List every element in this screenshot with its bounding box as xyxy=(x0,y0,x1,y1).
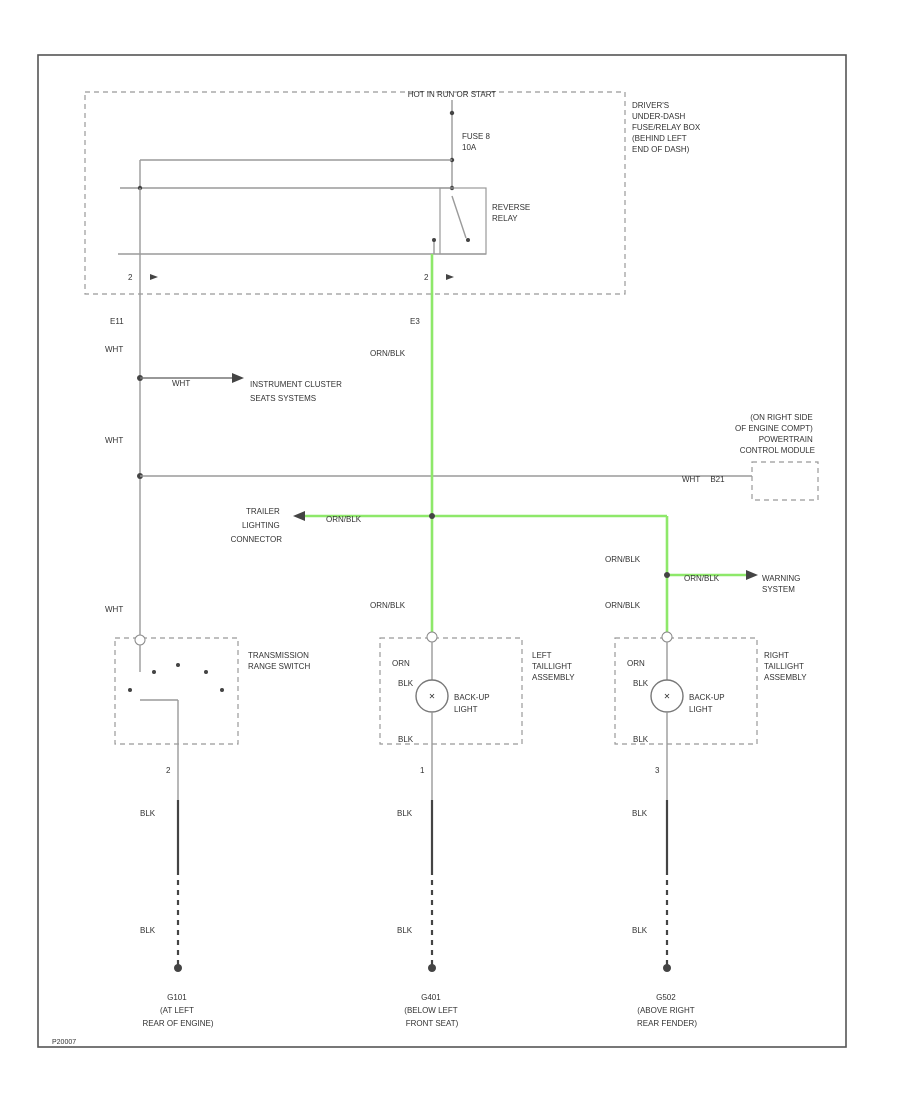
wht-branch-label: WHT xyxy=(172,379,190,388)
reverse-relay-box xyxy=(439,187,487,255)
trs-input-terminal xyxy=(134,634,146,646)
left-bulb-filament-icon: ✕ xyxy=(429,692,436,701)
pin-g3-label: 3 xyxy=(655,766,660,775)
pcm-wire-label: WHT B21 xyxy=(682,475,725,484)
left-taillight-terminal xyxy=(426,631,438,643)
left-backup-light-label: BACK-UP LIGHT xyxy=(454,693,492,714)
pin-right-label: 2 xyxy=(424,273,429,282)
ground-g2-label: G401 (BELOW LEFT FRONT SEAT) xyxy=(404,993,459,1028)
trs-contact-r xyxy=(152,670,156,674)
orn-blk-right-label-1: ORN/BLK xyxy=(605,555,641,564)
instrument-cluster-label: INSTRUMENT CLUSTER SEATS SYSTEMS xyxy=(250,380,344,403)
blk-g3-a-label: BLK xyxy=(632,809,648,818)
fuse-label: FUSE 8 10A xyxy=(462,132,492,152)
warning-system-label: WARNING SYSTEM xyxy=(762,574,803,594)
warning-wire-label: ORN/BLK xyxy=(684,574,720,583)
orn-blk-right-label-2: ORN/BLK xyxy=(605,601,641,610)
blk-g3-b-label: BLK xyxy=(632,926,648,935)
orn-blk-splice-right xyxy=(664,572,670,578)
pin-left-arrow xyxy=(150,274,158,280)
ground-1-symbol xyxy=(174,964,182,972)
wht-label-1: WHT xyxy=(105,345,123,354)
pin-right-arrow xyxy=(446,274,454,280)
ground-3-symbol xyxy=(663,964,671,972)
warning-arrow xyxy=(746,570,758,580)
left-taillight-box xyxy=(379,637,523,745)
wht-label-3: WHT xyxy=(105,605,123,614)
blk-g1-b-label: BLK xyxy=(140,926,156,935)
trs-label: TRANSMISSION RANGE SWITCH xyxy=(248,651,311,671)
blk-g1-a-label: BLK xyxy=(140,809,156,818)
blk-in-right-label: BLK xyxy=(633,679,649,688)
pcm-label: (ON RIGHT SIDE OF ENGINE COMPT) POWERTRA… xyxy=(735,413,815,455)
blk-g2-a-label: BLK xyxy=(397,809,413,818)
trs-contact-l xyxy=(220,688,224,692)
circuit-e3-label: E3 xyxy=(410,317,420,326)
trs-contact-d xyxy=(204,670,208,674)
pin-left-label: 2 xyxy=(128,273,133,282)
fuse-box-label: DRIVER'S UNDER-DASH FUSE/RELAY BOX (BEHI… xyxy=(632,101,702,154)
circuit-e11-label: E11 xyxy=(110,317,124,326)
blk-in-left-label: BLK xyxy=(398,679,414,688)
fuse-relay-box xyxy=(84,91,626,295)
trailer-connector-label: TRAILER LIGHTING CONNECTOR xyxy=(231,507,283,544)
fuse-input-node xyxy=(449,110,455,116)
blk-out-left-label: BLK xyxy=(398,735,414,744)
right-taillight-terminal xyxy=(661,631,673,643)
trailer-arrow xyxy=(293,511,305,521)
ground-g3-label: G502 (ABOVE RIGHT REAR FENDER) xyxy=(637,993,697,1028)
orn-blk-center-label: ORN/BLK xyxy=(370,601,406,610)
pin-g1-label: 2 xyxy=(166,766,171,775)
orn-blk-main-label: ORN/BLK xyxy=(370,349,406,358)
orn-blk-splice-center xyxy=(429,513,435,519)
orn-in-right-label: ORN xyxy=(627,659,645,668)
blk-g2-b-label: BLK xyxy=(397,926,413,935)
trs-contact-n xyxy=(176,663,180,667)
hot-in-run-start-label: HOT IN RUN OR START xyxy=(408,90,497,99)
diagram-frame xyxy=(37,54,847,1048)
right-backup-light-label: BACK-UP LIGHT xyxy=(689,693,727,714)
relay-output-node xyxy=(432,238,436,242)
figure-id-label: P20007 xyxy=(52,1039,76,1046)
reverse-relay-label: REVERSE RELAY xyxy=(492,203,532,223)
pin-g2-label: 1 xyxy=(420,766,425,775)
transmission-range-switch-box xyxy=(114,637,239,745)
right-taillight-label: RIGHT TAILLIGHT ASSEMBLY xyxy=(764,651,807,682)
relay-switch-contact xyxy=(466,238,470,242)
right-bulb-filament-icon: ✕ xyxy=(664,692,671,701)
right-taillight-box xyxy=(614,637,758,745)
blk-out-right-label: BLK xyxy=(633,735,649,744)
orn-in-left-label: ORN xyxy=(392,659,410,668)
ground-g1-label: G101 (AT LEFT REAR OF ENGINE) xyxy=(142,993,213,1028)
left-taillight-label: LEFT TAILLIGHT ASSEMBLY xyxy=(532,651,575,682)
trailer-wire-label: ORN/BLK xyxy=(326,515,362,524)
ground-2-symbol xyxy=(428,964,436,972)
trs-contact-p xyxy=(128,688,132,692)
relay-switch-arm xyxy=(451,195,467,239)
instrument-arrow xyxy=(232,373,244,383)
pcm-box xyxy=(751,461,819,501)
wht-label-2: WHT xyxy=(105,436,123,445)
